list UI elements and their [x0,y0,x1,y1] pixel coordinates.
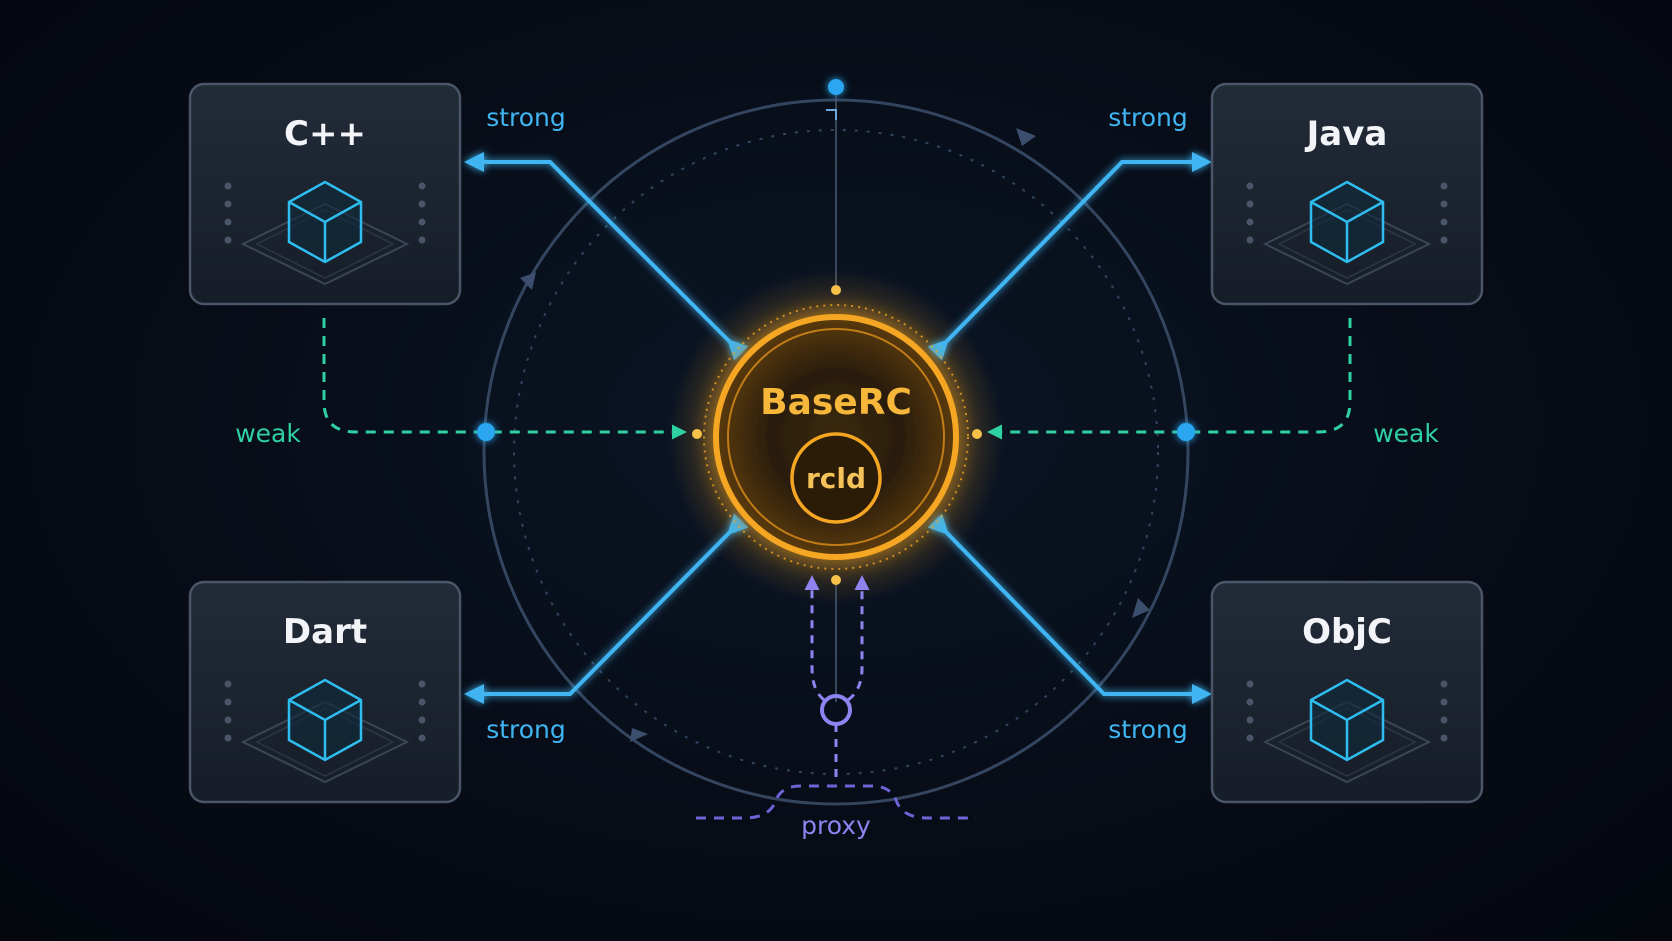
edge-dart-strong [464,513,749,704]
node-title-cpp: C++ [284,114,366,154]
dots-left [224,182,232,244]
edge-java-weak [987,318,1352,440]
orbit-node-top [828,79,844,95]
dots-right [418,680,426,742]
core-port-top [831,285,841,295]
dots-left [224,680,232,742]
orbit-arrow-top-right [1016,128,1036,146]
edge-objc-strong [927,513,1212,704]
label-weak-right: weak [1373,419,1439,448]
node-title-java: Java [1305,114,1388,154]
strong-edges [464,152,1212,704]
core-inner-label: rcld [806,462,866,495]
label-strong-java: strong [1108,103,1188,132]
dots-left [1246,182,1254,244]
label-strong-objc: strong [1108,715,1188,744]
label-strong-dart: strong [486,715,566,744]
core-port-left [692,429,702,439]
orbit-arrow-bottom-left [630,728,648,742]
node-title-dart: Dart [283,612,367,652]
core-title: BaseRC [760,382,912,423]
edge-java-strong [927,152,1212,361]
orbit-arrow-left [520,272,536,290]
edge-cpp-weak [322,318,687,440]
label-proxy: proxy [801,811,871,840]
core-node: BaseRC rcld [692,285,982,585]
core-port-bottom [831,575,841,585]
weak-junction-right [1177,423,1195,441]
proxy-edge [696,575,976,820]
dots-right [1440,182,1448,244]
node-title-objc: ObjC [1302,612,1392,652]
weak-edges [322,318,1352,441]
edge-cpp-strong [464,152,749,361]
label-weak-left: weak [235,419,301,448]
weak-junction-left [477,423,495,441]
node-card-java[interactable]: Java [1210,82,1484,306]
label-strong-cpp: strong [486,103,566,132]
node-card-dart[interactable]: Dart [188,580,462,804]
node-card-cpp[interactable]: C++ [188,82,462,306]
core-inner-ring [790,432,882,524]
node-card-objc[interactable]: ObjC [1210,580,1484,804]
dots-left [1246,680,1254,742]
dots-right [418,182,426,244]
core-port-right [972,429,982,439]
proxy-node [820,694,852,726]
dots-right [1440,680,1448,742]
